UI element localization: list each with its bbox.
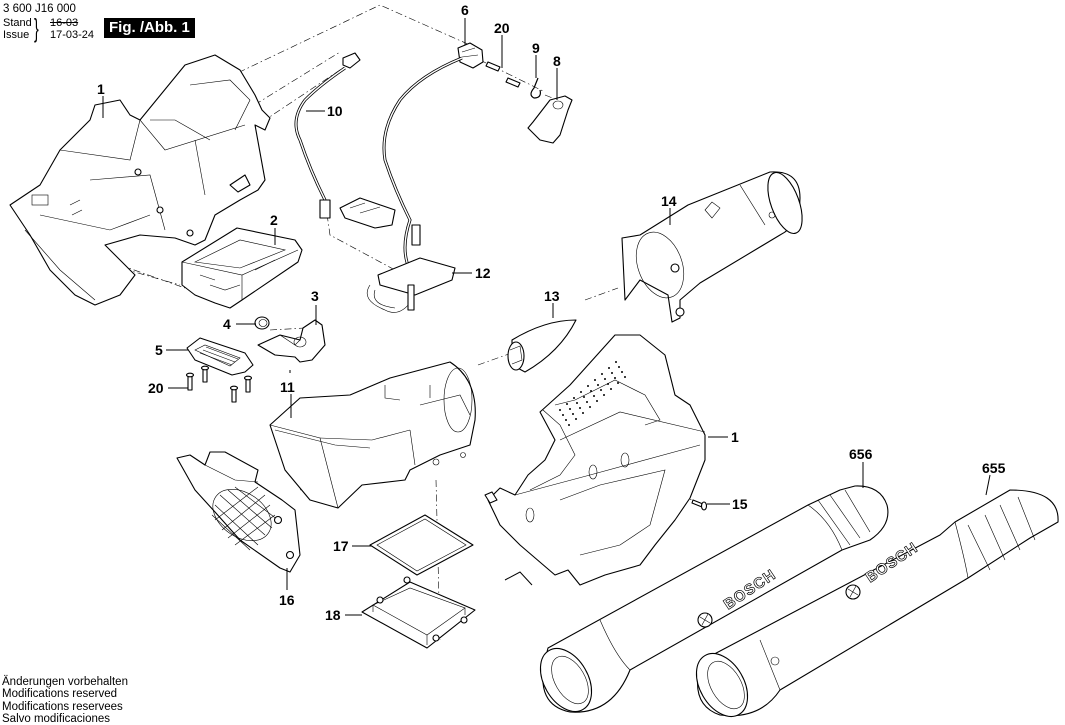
grip-dot	[601, 373, 603, 375]
stand-value: 16-03	[50, 17, 79, 29]
part-5-plate	[186, 337, 254, 376]
part-18-base	[361, 576, 476, 649]
part-4-clip	[254, 316, 270, 330]
screws-20-left	[185, 365, 253, 403]
grip-dot	[603, 394, 605, 396]
footer-line-en: Modifications reserved	[2, 688, 118, 701]
callout-20-top: 20	[494, 20, 510, 36]
grip-dot	[569, 408, 571, 410]
callout-16: 16	[279, 592, 295, 608]
grip-dot	[573, 397, 575, 399]
issue-value: 17-03-24	[50, 29, 95, 41]
grip-dot	[586, 401, 588, 403]
part-9-spring	[530, 77, 541, 99]
screws-20-top	[485, 61, 521, 88]
grip-dot	[575, 418, 577, 420]
part-1-housing-left	[9, 54, 271, 306]
callout-20-left: 20	[148, 380, 164, 396]
brace-symbol: }	[34, 13, 39, 43]
grip-dot	[576, 402, 578, 404]
grip-dot	[615, 361, 617, 363]
leader-lines	[102, 18, 991, 616]
part-10-wire	[294, 52, 361, 219]
grip-dot	[608, 367, 610, 369]
grip-dot	[614, 377, 616, 379]
part-6-switch	[382, 42, 484, 271]
grip-dot	[568, 424, 570, 426]
stand-label: Stand	[3, 17, 32, 29]
tube-655: BOSCH	[695, 489, 1059, 717]
callout-12: 12	[475, 265, 491, 281]
tube-656: BOSCH	[539, 485, 889, 713]
footer-line-es: Salvo modificaciones	[2, 712, 111, 725]
grip-dot	[610, 388, 612, 390]
grip-dot	[618, 366, 620, 368]
callout-8: 8	[553, 53, 561, 69]
callout-11: 11	[280, 379, 295, 395]
callout-5: 5	[155, 342, 163, 358]
callout-1-top: 1	[97, 81, 105, 97]
callout-14: 14	[661, 193, 677, 209]
grip-dot	[566, 403, 568, 405]
footer-line-fr: Modifications reservees	[2, 700, 123, 713]
issue-label: Issue	[3, 29, 30, 41]
grip-dot	[572, 413, 574, 415]
grip-dot	[580, 391, 582, 393]
part-2-battery-frame	[181, 227, 303, 309]
filter-grid	[211, 486, 279, 551]
grip-dot	[579, 407, 581, 409]
grip-dot	[607, 383, 609, 385]
grip-texture	[559, 361, 626, 426]
grip-dot	[604, 378, 606, 380]
grip-dot	[590, 390, 592, 392]
callout-1-right: 1	[731, 429, 739, 445]
grip-dot	[583, 396, 585, 398]
figure-label: Fig. /Abb. 1	[104, 18, 195, 38]
part-13-cone	[507, 319, 577, 373]
footer-notice: Änderungen vorbehalten Modifications res…	[2, 676, 128, 725]
callout-15: 15	[732, 496, 748, 512]
grip-dot	[587, 385, 589, 387]
part-16-filter-cover	[176, 451, 301, 573]
grip-dot	[617, 382, 619, 384]
part-8-trigger	[527, 95, 573, 144]
callout-4: 4	[223, 316, 231, 332]
callout-2: 2	[270, 212, 278, 228]
grip-dot	[621, 371, 623, 373]
part-14-motor	[621, 171, 803, 323]
callout-13: 13	[544, 288, 560, 304]
part-1-housing-right	[484, 334, 706, 586]
callout-18: 18	[325, 607, 341, 623]
part-17-gasket	[369, 514, 474, 576]
callout-3: 3	[311, 288, 319, 304]
grip-dot	[611, 372, 613, 374]
footer-line-de: Änderungen vorbehalten	[2, 676, 128, 688]
part-3-bracket	[257, 319, 326, 363]
document-number: 3 600 J16 000	[3, 3, 76, 15]
callout-656: 656	[849, 446, 873, 462]
callout-10: 10	[327, 103, 343, 119]
callout-9: 9	[532, 40, 540, 56]
grip-dot	[559, 409, 561, 411]
callout-6: 6	[461, 2, 469, 18]
grip-dot	[597, 384, 599, 386]
grip-dot	[582, 412, 584, 414]
callout-655: 655	[982, 460, 1006, 476]
grip-dot	[565, 419, 567, 421]
grip-dot	[596, 400, 598, 402]
grip-dot	[593, 395, 595, 397]
screw-15	[691, 499, 708, 511]
callout-17: 17	[333, 538, 349, 554]
part-11-duct	[269, 361, 476, 509]
grip-dot	[624, 376, 626, 378]
grip-dot	[600, 389, 602, 391]
part-12-electronics	[339, 197, 456, 313]
grip-dot	[589, 406, 591, 408]
grip-dot	[562, 414, 564, 416]
grip-dot	[594, 379, 596, 381]
